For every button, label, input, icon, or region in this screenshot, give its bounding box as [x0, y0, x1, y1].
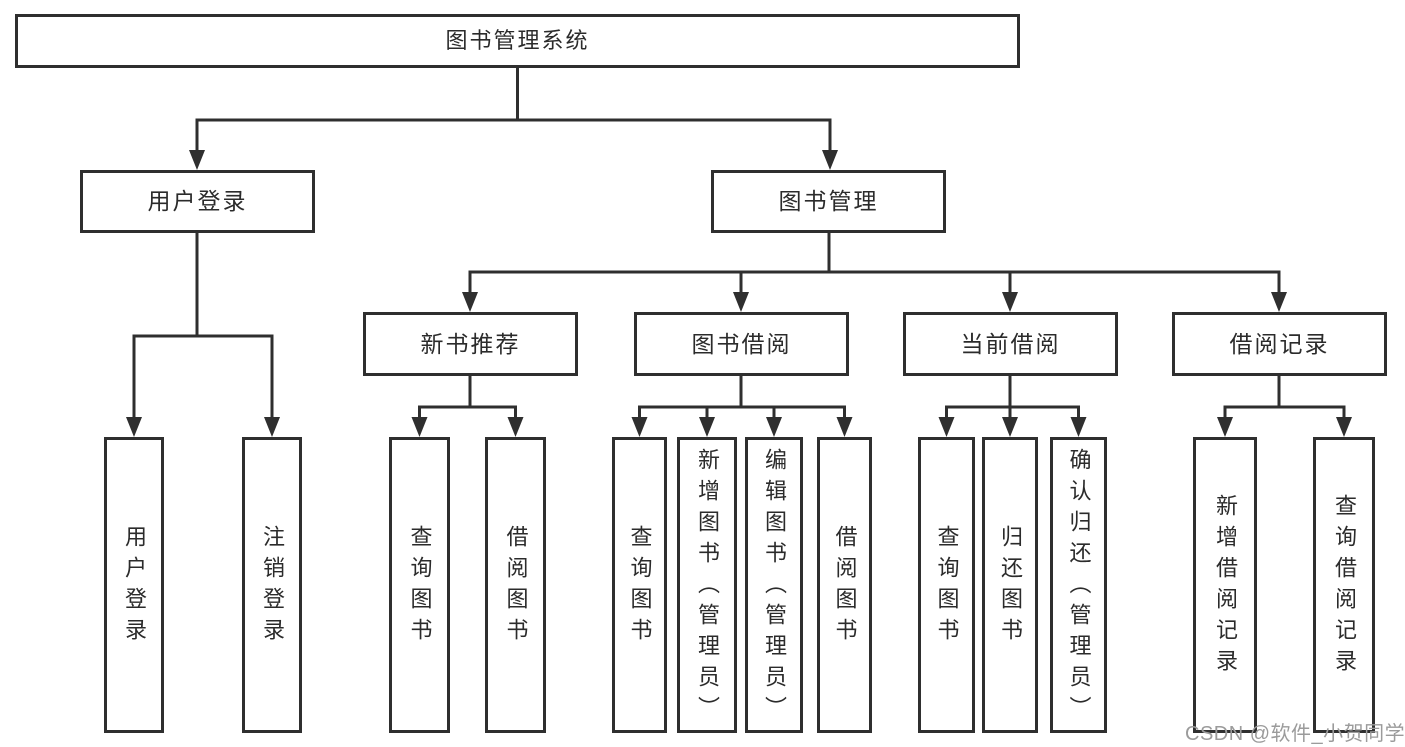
- node-user-login: 用户登录: [80, 170, 315, 233]
- leaf-borrowing-add-books-admin: 新增图书（管理员）: [677, 437, 737, 733]
- node-book-borrowing: 图书借阅: [634, 312, 849, 376]
- leaf-current-query-books: 查询图书: [918, 437, 975, 733]
- leaf-current-return-books: 归还图书: [982, 437, 1038, 733]
- node-current-borrowing: 当前借阅: [903, 312, 1118, 376]
- csdn-watermark: CSDN @软件_小贺同学: [1185, 723, 1405, 745]
- connector-borrowing-to-leaves: [631, 376, 853, 437]
- leaf-borrowing-borrow-books: 借阅图书: [817, 437, 872, 733]
- connector-management-to-sections: [462, 233, 1287, 312]
- leaf-current-confirm-return-admin: 确认归还（管理员）: [1050, 437, 1107, 733]
- leaf-recommend-query-books: 查询图书: [389, 437, 450, 733]
- leaf-borrowing-query-books: 查询图书: [612, 437, 667, 733]
- node-book-management: 图书管理: [711, 170, 946, 233]
- node-borrowing-records: 借阅记录: [1172, 312, 1387, 376]
- leaf-recommend-borrow-books: 借阅图书: [485, 437, 546, 733]
- leaf-user-login: 用户登录: [104, 437, 164, 733]
- connector-current-to-leaves: [938, 376, 1087, 437]
- leaf-logout: 注销登录: [242, 437, 302, 733]
- root-node-library-system: 图书管理系统: [15, 14, 1020, 68]
- connector-root-to-level1: [189, 68, 838, 170]
- connector-user-to-leaves: [126, 233, 280, 437]
- leaf-records-query-borrow-record: 查询借阅记录: [1313, 437, 1375, 733]
- leaf-borrowing-edit-books-admin: 编辑图书（管理员）: [745, 437, 803, 733]
- node-new-book-recommend: 新书推荐: [363, 312, 578, 376]
- connector-records-to-leaves: [1217, 376, 1352, 437]
- leaf-records-add-borrow-record: 新增借阅记录: [1193, 437, 1257, 733]
- connector-recommend-to-leaves: [411, 376, 524, 437]
